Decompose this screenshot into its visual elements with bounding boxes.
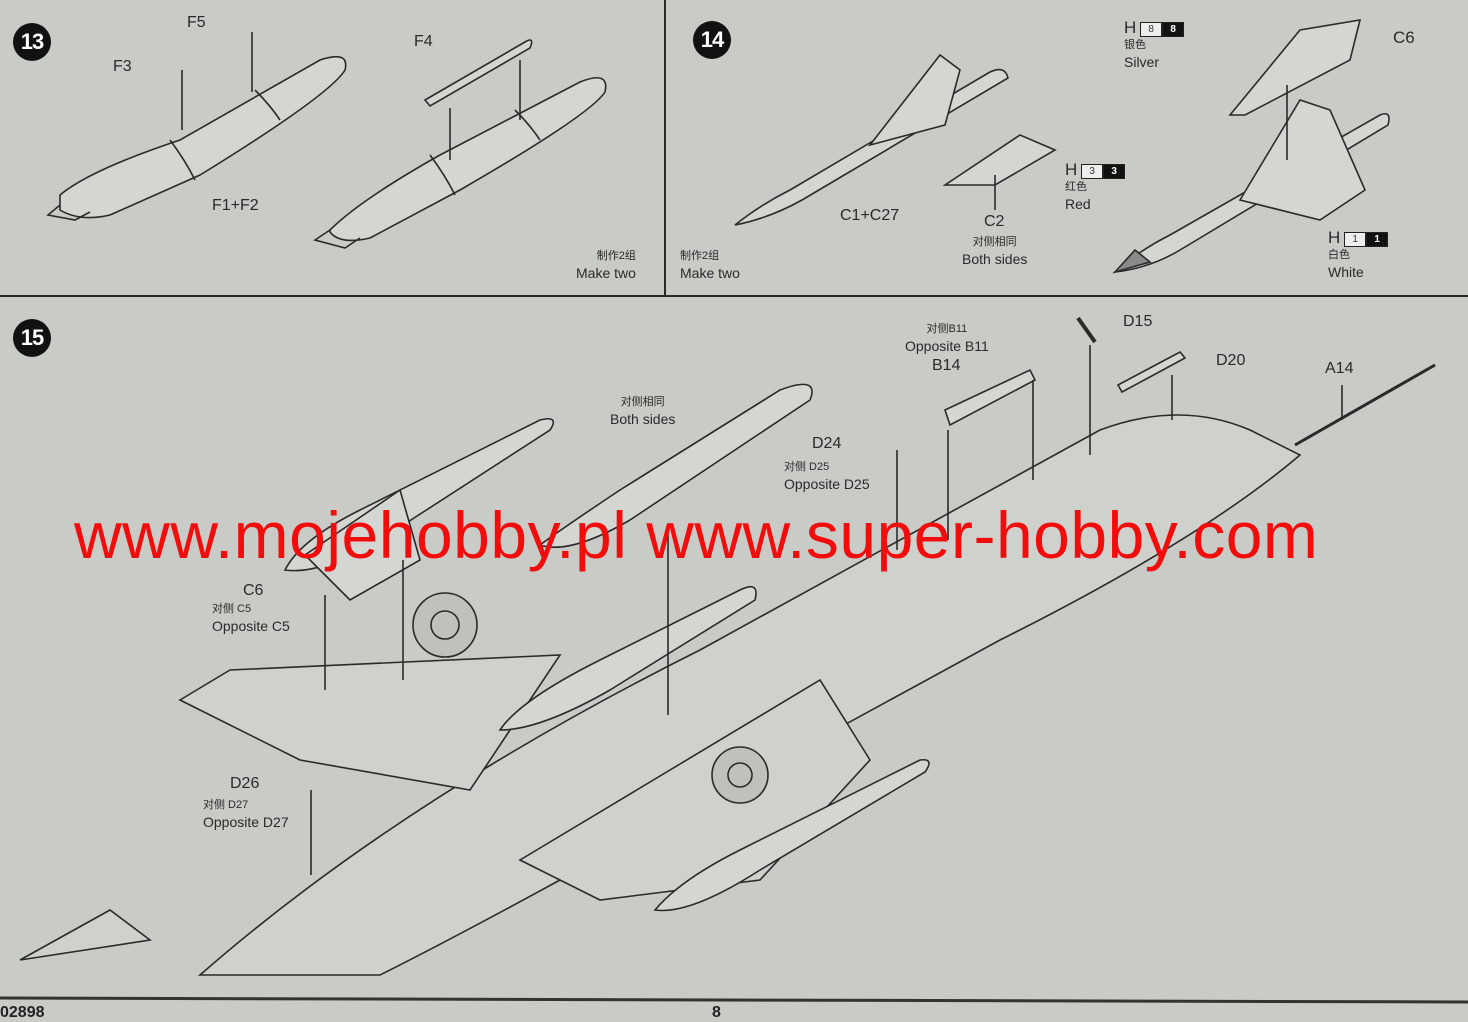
both-sides-cn: 对侧相同 <box>972 236 1017 248</box>
step-number-badge: 15 <box>13 319 51 357</box>
both-sides-en: Both sides <box>962 251 1028 267</box>
part-label: F5 <box>187 14 206 31</box>
paint-swatch-filled: 3 <box>1103 163 1126 179</box>
part-label: B14 <box>932 357 961 374</box>
paint-swatch-filled: 8 <box>1162 21 1185 37</box>
aircraft-drawing <box>19 316 1436 976</box>
paint-swatch-outline: 1 <box>1344 231 1367 247</box>
part-label: D15 <box>1123 313 1153 330</box>
opposite-note-cn: 对侧 D27 <box>203 799 249 811</box>
page-number: 8 <box>712 1004 721 1021</box>
part-label: F4 <box>414 33 433 50</box>
part-label: F1+F2 <box>212 197 259 214</box>
quantity-note: 制作2组 Make two <box>576 248 636 282</box>
opposite-note-en: Opposite D25 <box>784 476 870 492</box>
paint-code: H <box>1065 160 1078 179</box>
paint-swatch-outline: 3 <box>1081 163 1104 179</box>
paint-name-cn: 银色 <box>1124 39 1146 51</box>
paint-name-cn: 红色 <box>1065 181 1087 193</box>
product-code: 02898 <box>0 1004 45 1021</box>
part-label: F3 <box>113 58 132 75</box>
both-sides-note: 对侧相同 Both sides <box>610 394 675 428</box>
quantity-note-cn: 制作2组 <box>680 250 720 262</box>
quantity-note: 制作2组 Make two <box>680 248 740 282</box>
paint-swatch-outline: 8 <box>1140 21 1163 37</box>
both-sides-cn: 对侧相同 <box>620 396 665 408</box>
opposite-note-cn: 对侧B11 <box>926 323 968 335</box>
fuel-tank-drawing <box>46 32 607 249</box>
opposite-note-cn: 对侧 D25 <box>784 461 830 473</box>
part-label: C6 <box>243 582 264 599</box>
paint-name-en: Red <box>1065 196 1091 212</box>
paint-swatch-filled: 1 <box>1366 231 1389 247</box>
opposite-note-cn: 对侧 C5 <box>212 603 252 615</box>
step-number-badge: 13 <box>13 23 51 61</box>
both-sides-note: 对侧相同 Both sides <box>962 234 1027 268</box>
part-label: D24 <box>812 435 842 452</box>
opposite-note: 对侧 C5 Opposite C5 <box>212 601 290 635</box>
footer-rule <box>0 996 1468 1004</box>
opposite-note-en: Opposite C5 <box>212 618 290 634</box>
quantity-note-en: Make two <box>680 265 740 281</box>
paint-name-cn: 白色 <box>1328 249 1350 261</box>
step-number-badge: 14 <box>693 21 731 59</box>
watermark-text: www.mojehobby.pl www.super-hobby.com <box>74 498 1319 572</box>
part-label: C6 <box>1393 28 1415 47</box>
opposite-note-en: Opposite D27 <box>203 814 289 830</box>
part-label: C2 <box>984 213 1005 230</box>
part-label: C1+C27 <box>840 207 900 224</box>
paint-code: H <box>1124 18 1137 37</box>
paint-name-en: White <box>1328 264 1364 280</box>
part-label: D26 <box>230 775 260 792</box>
quantity-note-cn: 制作2组 <box>596 250 636 262</box>
paint-code: H <box>1328 228 1341 247</box>
paint-name-en: Silver <box>1124 54 1160 70</box>
missile-drawing <box>734 19 1390 274</box>
part-label: D20 <box>1216 352 1246 369</box>
both-sides-en: Both sides <box>610 411 676 427</box>
opposite-note-en: Opposite B11 <box>905 338 989 354</box>
part-label: A14 <box>1325 360 1354 377</box>
quantity-note-en: Make two <box>576 265 636 281</box>
